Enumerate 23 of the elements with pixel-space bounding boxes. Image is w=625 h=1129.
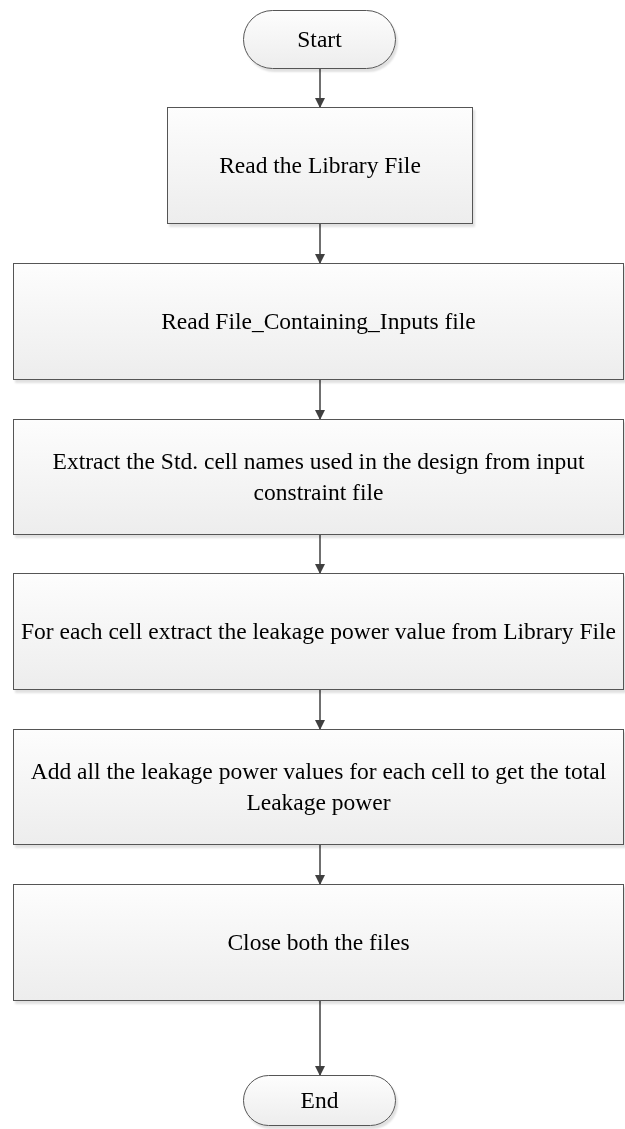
arrow	[315, 223, 325, 264]
step-text: End	[300, 1086, 339, 1115]
arrow	[315, 534, 325, 574]
step-text: Close both the files	[227, 928, 410, 957]
terminal-shape	[243, 1075, 396, 1126]
step-text: Add all the leakage power values for each cell to get the total Leakage power	[29, 757, 608, 817]
step-text: Read File_Containing_Inputs file	[161, 307, 476, 336]
process-box	[13, 729, 624, 845]
arrow	[315, 844, 325, 885]
arrow	[315, 379, 325, 420]
step-text: Start	[297, 25, 342, 54]
step-text: Read the Library File	[219, 151, 421, 180]
process-box	[13, 263, 624, 380]
arrow	[315, 68, 325, 108]
step-text: Extract the Std. cell names used in the design from input constraint file	[51, 447, 586, 507]
process-box	[13, 419, 624, 535]
process-box	[13, 884, 624, 1001]
process-box	[167, 107, 473, 224]
terminal-shape	[243, 10, 396, 69]
step-text: For each cell extract the leakage power value from Library File	[20, 617, 617, 646]
arrow	[315, 689, 325, 730]
process-box	[13, 573, 624, 690]
arrow	[315, 1000, 325, 1076]
